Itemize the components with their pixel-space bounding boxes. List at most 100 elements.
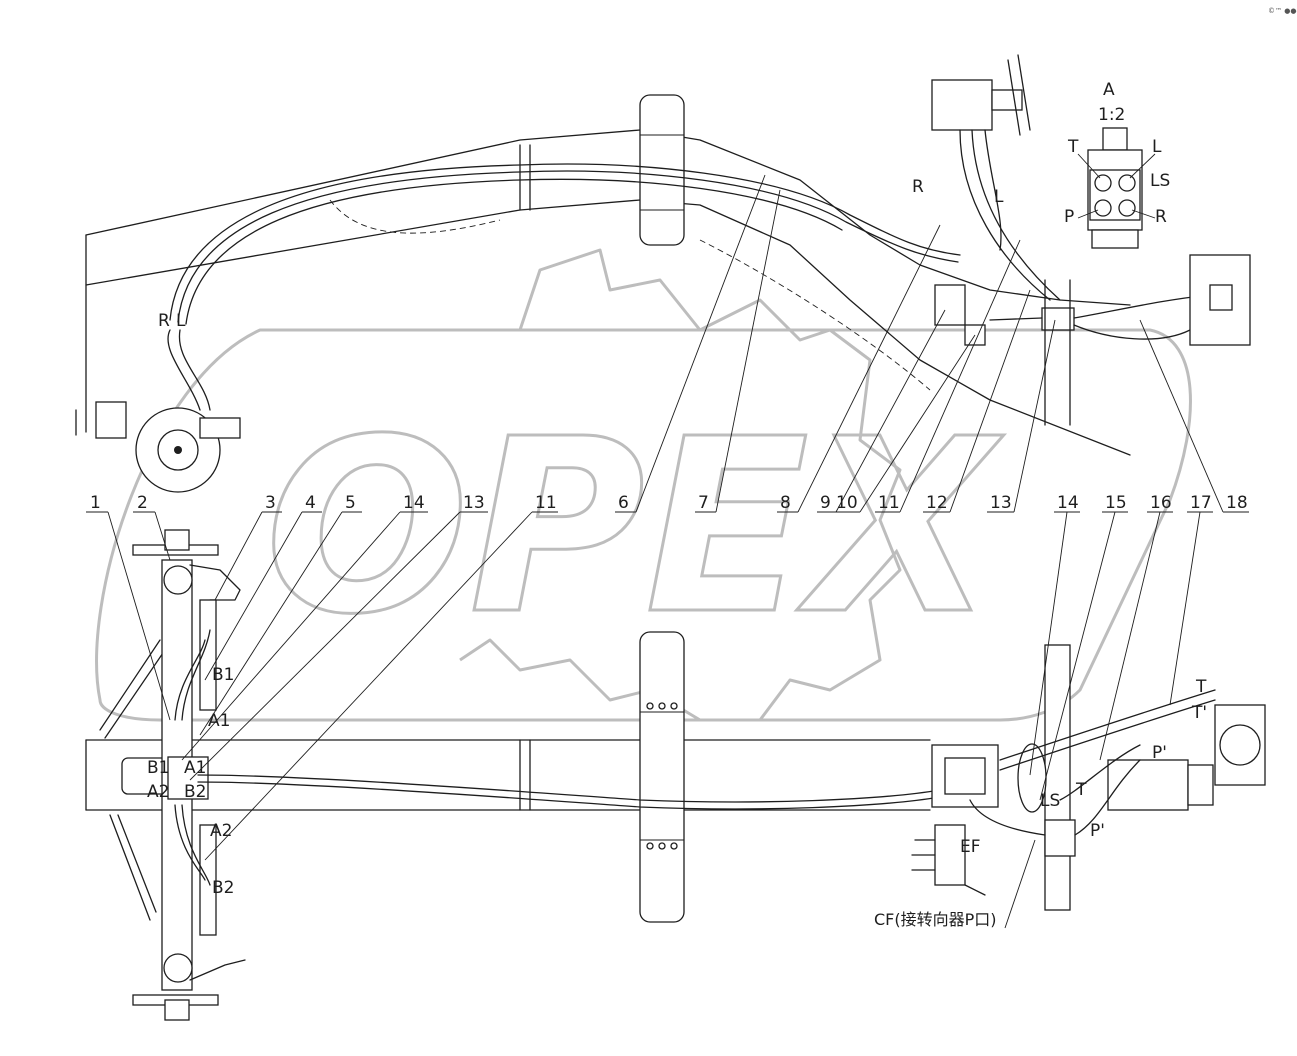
part-number-10: 10 [836, 493, 858, 513]
part-number-14: 14 [1057, 493, 1079, 513]
part-number-7: 7 [698, 493, 709, 513]
frame-top-inner [85, 199, 1131, 456]
port-ef: EF [960, 837, 981, 857]
corner-mark: ©™ ●●● [1268, 7, 1297, 15]
watermark-gear-outline [459, 248, 902, 722]
main-hose [197, 774, 941, 803]
detail-title: A [1103, 80, 1115, 100]
part-number-16: 16 [1150, 493, 1172, 513]
label-l-top: L [994, 187, 1004, 207]
port-a1-upper: A1 [208, 711, 230, 731]
port-pprime-right: P' [1152, 743, 1167, 763]
axle-top-hub [164, 529, 190, 551]
top-hose-2 [177, 170, 959, 323]
main-hose-2 [197, 781, 941, 810]
detail-valve-stem [1102, 127, 1128, 151]
axle-top-arm [189, 564, 241, 601]
part-number-9: 9 [820, 493, 831, 513]
part-number-12: 12 [926, 493, 948, 513]
port-b2-lower: B2 [212, 878, 234, 898]
steering-column [991, 89, 1023, 111]
steering-wheel [1007, 54, 1031, 136]
detail-label-r: R [1155, 207, 1167, 227]
center-valve [934, 284, 966, 326]
detail-valve-base [1091, 229, 1139, 249]
top-hose-left-down [167, 329, 211, 411]
port-ls: LS [1040, 791, 1060, 811]
steering-hoses [959, 129, 1061, 301]
part-number-5: 5 [345, 493, 356, 513]
pump-hoses [989, 294, 1211, 340]
port-tprime-right: T' [1191, 703, 1207, 723]
part-number-3: 3 [265, 493, 276, 513]
axle-top-knuckle [163, 565, 193, 595]
engine-flange-hole [1219, 724, 1261, 766]
frame-bottom-outline [85, 739, 931, 811]
part-number-row: 1 2 3 4 5 14 13 11 6 7 [86, 174, 1249, 929]
annotation-cf: CF(接转向器P口) [874, 910, 997, 929]
axle-bottom-arm [189, 959, 246, 981]
axle-manifold [167, 756, 209, 800]
part-number-6: 6 [618, 493, 629, 513]
bottom-brace [99, 639, 166, 921]
port-b1-upper: B1 [212, 665, 234, 685]
detail-port-r [1118, 199, 1136, 217]
pump-bottom [1107, 759, 1189, 811]
steering-valve-box [931, 79, 993, 131]
axle-bottom-knuckle [163, 953, 193, 983]
bottom-wheel [639, 631, 685, 923]
ef-valve-fittings [911, 839, 986, 896]
label-rl-left: R [158, 311, 170, 331]
detail-scale: 1:2 [1098, 105, 1125, 125]
label-r-top: R [912, 177, 924, 197]
part-number-2: 2 [137, 493, 148, 513]
part-number-13-left: 13 [463, 493, 485, 513]
port-a2-lower: A2 [210, 821, 232, 841]
label-rl-left-2: L [176, 311, 186, 331]
port-t-lower: T [1075, 780, 1087, 800]
part-number-15: 15 [1105, 493, 1127, 513]
part-number-11-left: 11 [535, 493, 557, 513]
detail-view-a: A 1:2 T L LS P R [1064, 80, 1170, 249]
axle-hoses-lower [174, 804, 211, 886]
top-cylinder [199, 417, 241, 439]
part-number-18: 18 [1226, 493, 1248, 513]
part-number-13: 13 [990, 493, 1012, 513]
pump-block [1041, 307, 1075, 331]
port-b2-box: B2 [184, 782, 206, 802]
port-a2-box: A2 [147, 782, 169, 802]
flow-block [1044, 819, 1076, 857]
bottom-view [85, 529, 1266, 1021]
top-hose-3 [185, 178, 843, 325]
top-hub-bracket [95, 401, 127, 439]
part-number-17: 17 [1190, 493, 1212, 513]
right-frame-bottom [1044, 644, 1071, 911]
port-t-right: T [1195, 677, 1207, 697]
part-number-4: 4 [305, 493, 316, 513]
axle-cyl-upper [199, 599, 217, 711]
top-hub-center [174, 446, 182, 454]
right-motor-flange [1209, 284, 1233, 311]
watermark-text: OPEX [265, 387, 1004, 667]
axle-bottom-hub [164, 999, 190, 1021]
top-hose-1 [169, 163, 961, 321]
part-number-1: 1 [90, 493, 101, 513]
port-b1-box: B1 [147, 758, 169, 778]
detail-label-p: P [1064, 207, 1074, 227]
detail-label-t: T [1067, 137, 1079, 157]
watermark-swoosh [95, 328, 1192, 722]
detail-label-ls: LS [1150, 171, 1170, 191]
part-number-14-left: 14 [403, 493, 425, 513]
detail-label-l: L [1152, 137, 1162, 157]
detail-port-l [1118, 174, 1136, 192]
priority-valve-inner [944, 757, 986, 795]
detail-port-p [1094, 199, 1112, 217]
top-view [75, 54, 1251, 493]
port-pprime-lower: P' [1090, 821, 1105, 841]
frame-top-hidden [329, 199, 931, 391]
detail-port-t [1094, 174, 1112, 192]
pump-bottom-shaft [1187, 764, 1214, 806]
part-number-8: 8 [780, 493, 791, 513]
port-a1-box: A1 [184, 758, 206, 778]
